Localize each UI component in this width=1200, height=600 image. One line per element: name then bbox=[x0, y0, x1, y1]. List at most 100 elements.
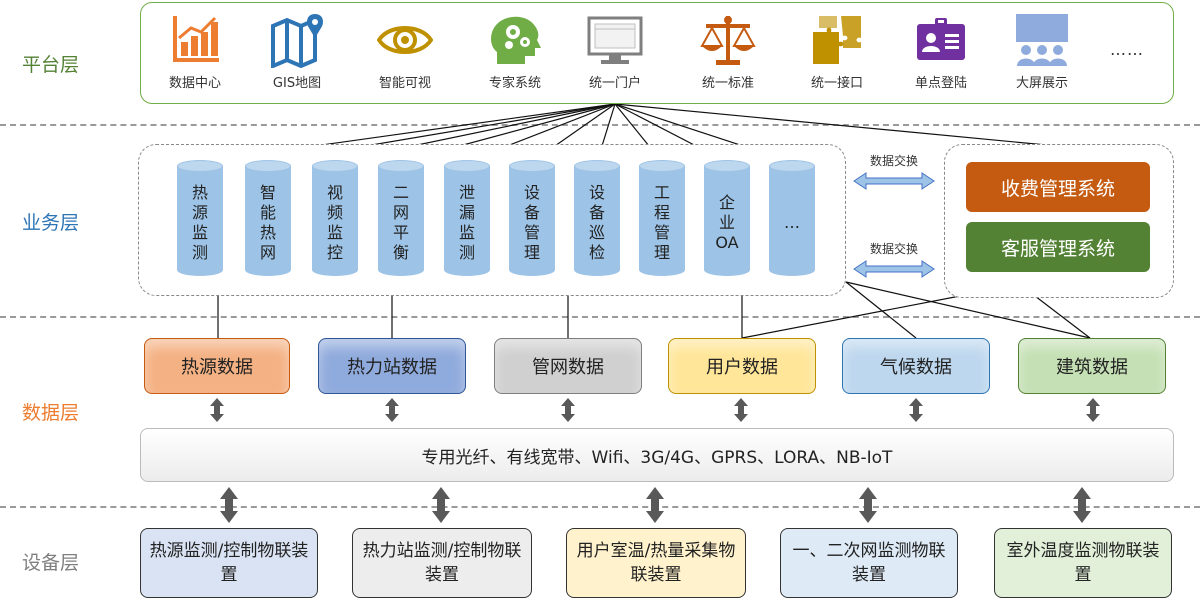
data-exchange-bottom: 数据交换 bbox=[852, 240, 936, 279]
platform-item-label: 统一接口 bbox=[810, 76, 863, 91]
arrow-network-device-3 bbox=[646, 487, 664, 523]
module-label: 企业OA bbox=[715, 193, 739, 252]
module-label: 二网平衡 bbox=[392, 183, 409, 262]
data-exchange-label: 数据交换 bbox=[869, 154, 918, 168]
layer-label-platform: 平台层 bbox=[22, 54, 80, 76]
platform-item-unified-standard[interactable]: 统一标准 bbox=[680, 12, 776, 91]
arrow-network-device-5 bbox=[1073, 487, 1091, 523]
puzzle-icon bbox=[813, 16, 861, 64]
connector-portal-systems bbox=[614, 103, 1058, 147]
monitor-icon bbox=[587, 16, 643, 64]
data-node-label: 用户数据 bbox=[706, 357, 778, 378]
platform-item-label: 单点登陆 bbox=[914, 76, 967, 91]
platform-item-expert-system[interactable]: 专家系统 bbox=[467, 12, 563, 91]
module-project-management[interactable]: 工程管理 bbox=[639, 160, 685, 276]
device-network-monitoring-iot[interactable]: 一、二次网监测物联装置 bbox=[780, 528, 958, 598]
platform-item-unified-portal[interactable]: 统一门户 bbox=[567, 12, 663, 91]
platform-more-ellipsis: …… bbox=[1110, 40, 1144, 59]
layer-label-business: 业务层 bbox=[22, 212, 80, 234]
arrow-user-network bbox=[734, 398, 748, 422]
module-label: 泄漏监测 bbox=[458, 183, 475, 262]
device-label: 室外温度监测物联装置 bbox=[1006, 541, 1160, 585]
data-node-label: 热力站数据 bbox=[347, 357, 437, 378]
layer-label-device: 设备层 bbox=[22, 552, 80, 574]
module-video-surveillance[interactable]: 视频监控 bbox=[312, 160, 358, 276]
connector-sys-user-data bbox=[741, 295, 961, 339]
bar-chart-icon bbox=[173, 16, 219, 62]
module-more[interactable]: … bbox=[769, 160, 815, 276]
platform-item-unified-interface[interactable]: 统一接口 bbox=[789, 12, 885, 91]
platform-item-label: 统一门户 bbox=[588, 76, 641, 91]
platform-item-label: 数据中心 bbox=[168, 76, 221, 91]
data-node-climate[interactable]: 气候数据 bbox=[842, 338, 990, 394]
double-arrow-icon bbox=[853, 172, 935, 190]
separator-platform-business bbox=[0, 124, 1200, 126]
platform-item-gis-map[interactable]: GIS地图 bbox=[249, 12, 345, 91]
module-label: 智能热网 bbox=[259, 183, 276, 262]
data-node-heat-source[interactable]: 热源数据 bbox=[144, 338, 290, 394]
module-smart-heat-network[interactable]: 智能热网 bbox=[245, 160, 291, 276]
data-node-building[interactable]: 建筑数据 bbox=[1018, 338, 1166, 394]
data-node-heat-station[interactable]: 热力站数据 bbox=[318, 338, 466, 394]
module-equipment-management[interactable]: 设备管理 bbox=[509, 160, 555, 276]
presentation-icon bbox=[1016, 14, 1068, 66]
platform-item-label: 智能可视 bbox=[378, 76, 431, 91]
connector-sys-building-data bbox=[1034, 295, 1091, 339]
data-exchange-top: 数据交换 bbox=[852, 152, 936, 191]
platform-item-label: 统一标准 bbox=[701, 76, 754, 91]
arrow-station-network bbox=[385, 398, 399, 422]
platform-item-label: GIS地图 bbox=[272, 76, 322, 91]
platform-item-label: 专家系统 bbox=[488, 76, 541, 91]
network-device-arrows bbox=[220, 487, 1091, 523]
device-heat-source-iot[interactable]: 热源监测/控制物联装置 bbox=[140, 528, 318, 598]
brain-gears-icon bbox=[491, 16, 541, 64]
scales-icon bbox=[700, 16, 756, 65]
layer-label-data: 数据层 bbox=[22, 402, 80, 424]
device-label: 用户室温/热量采集物联装置 bbox=[576, 541, 736, 585]
platform-item-data-center[interactable]: 数据中心 bbox=[147, 12, 243, 91]
separator-data-device bbox=[0, 506, 1200, 508]
module-equipment-inspection[interactable]: 设备巡检 bbox=[574, 160, 620, 276]
device-label: 热力站监测/控制物联装置 bbox=[362, 541, 522, 585]
data-node-label: 建筑数据 bbox=[1056, 357, 1128, 378]
billing-management-system[interactable]: 收费管理系统 bbox=[966, 162, 1150, 212]
module-label: 设备管理 bbox=[523, 183, 540, 262]
device-label: 热源监测/控制物联装置 bbox=[149, 541, 309, 585]
module-leak-monitoring[interactable]: 泄漏监测 bbox=[444, 160, 490, 276]
device-user-metering-iot[interactable]: 用户室温/热量采集物联装置 bbox=[566, 528, 746, 598]
data-node-label: 管网数据 bbox=[532, 357, 604, 378]
platform-item-single-sign-on[interactable]: 单点登陆 bbox=[893, 12, 989, 91]
module-label: 设备巡检 bbox=[588, 183, 605, 262]
connector-biz-building-data bbox=[845, 281, 1091, 339]
eye-icon bbox=[377, 26, 433, 54]
platform-item-smart-visual[interactable]: 智能可视 bbox=[357, 12, 453, 91]
arrow-heat-source-network bbox=[210, 398, 224, 422]
data-node-label: 热源数据 bbox=[181, 357, 253, 378]
module-heat-source-monitoring[interactable]: 热源监测 bbox=[177, 160, 223, 276]
network-transport-bar: 专用光纤、有线宽带、Wifi、3G/4G、GPRS、LORA、NB-IoT bbox=[140, 428, 1174, 482]
module-enterprise-oa[interactable]: 企业OA bbox=[704, 160, 750, 276]
module-label: 工程管理 bbox=[653, 183, 670, 262]
data-network-arrows bbox=[210, 398, 1100, 422]
device-heat-station-iot[interactable]: 热力站监测/控制物联装置 bbox=[352, 528, 532, 598]
system-label: 客服管理系统 bbox=[1000, 237, 1115, 260]
module-label: 视频监控 bbox=[326, 183, 343, 262]
data-node-user[interactable]: 用户数据 bbox=[668, 338, 816, 394]
system-label: 收费管理系统 bbox=[1000, 177, 1115, 200]
module-secondary-network-balance[interactable]: 二网平衡 bbox=[378, 160, 424, 276]
network-transport-label: 专用光纤、有线宽带、Wifi、3G/4G、GPRS、LORA、NB-IoT bbox=[421, 447, 893, 468]
separator-business-data bbox=[0, 316, 1200, 318]
data-node-pipe-network[interactable]: 管网数据 bbox=[494, 338, 642, 394]
arrow-network-device-1 bbox=[220, 487, 238, 523]
device-outdoor-temperature-iot[interactable]: 室外温度监测物联装置 bbox=[994, 528, 1172, 598]
module-label: 热源监测 bbox=[191, 183, 208, 262]
double-arrow-icon bbox=[853, 260, 935, 278]
module-label: … bbox=[784, 213, 800, 232]
arrow-building-network bbox=[1086, 398, 1100, 422]
platform-item-big-screen[interactable]: 大屏展示 bbox=[994, 12, 1090, 91]
customer-service-system[interactable]: 客服管理系统 bbox=[966, 222, 1150, 272]
device-label: 一、二次网监测物联装置 bbox=[792, 541, 946, 585]
arrow-pipe-network bbox=[561, 398, 575, 422]
data-exchange-label: 数据交换 bbox=[869, 242, 918, 256]
connector-biz-climate-data bbox=[845, 281, 917, 339]
